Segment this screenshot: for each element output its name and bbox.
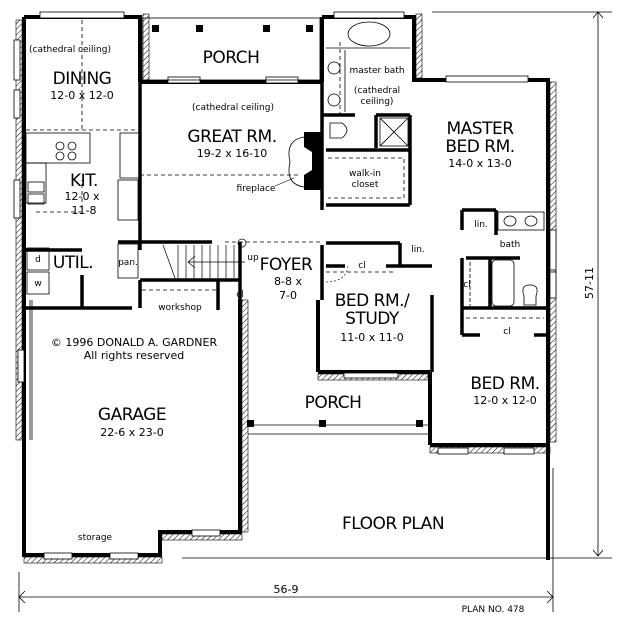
great-room-ceiling-note: (cathedral ceiling)	[192, 103, 274, 113]
bed-study-dims: 11-0 x 11-0	[340, 331, 403, 344]
master-bed-label-2: BED RM.	[445, 137, 514, 157]
dashed-lines	[26, 20, 544, 319]
walk-in-closet-label-1: walk-in	[349, 169, 381, 179]
master-bed-label-1: MASTER	[446, 119, 514, 139]
walk-in-closet-label-2: closet	[352, 180, 379, 190]
bed-study-closet-label: cl	[358, 261, 365, 271]
fireplace-label: fireplace	[237, 184, 276, 194]
master-bed-dims: 14-0 x 13-0	[448, 157, 511, 170]
workshop-label: workshop	[158, 303, 202, 313]
master-bath-fixtures	[326, 21, 410, 147]
bath-fixtures	[469, 211, 545, 307]
bed-study-label-2: STUDY	[345, 309, 400, 329]
dining-label: DINING	[53, 69, 112, 89]
great-room-dims: 19-2 x 16-10	[197, 147, 267, 160]
great-room-label: GREAT RM.	[187, 127, 276, 147]
dimension-lines	[18, 11, 612, 612]
bedroom-label: BED RM.	[470, 374, 539, 394]
master-bath-note1: (cathedral	[354, 86, 400, 96]
garage-label: GARAGE	[98, 405, 166, 425]
stair-up-label: up	[247, 253, 259, 263]
overall-width-dimension: 56-9	[274, 583, 299, 596]
bath-label: bath	[500, 240, 520, 250]
room-labels: (cathedral ceiling) DINING 12-0 x 12-0 P…	[29, 45, 596, 615]
foyer-dims-1: 8-8 x	[274, 275, 302, 288]
garage-storage-label: storage	[78, 533, 113, 543]
bath-closet-label: cl	[463, 280, 470, 290]
kitchen-label: KIT.	[70, 171, 98, 191]
bed-study-linen-label: lin.	[411, 245, 425, 255]
foyer-closet-label: cl	[236, 290, 243, 300]
bedroom-closet-label: cl	[503, 327, 510, 337]
utility-label: UTIL.	[53, 253, 93, 273]
washer-label: w	[34, 279, 41, 289]
rear-porch	[141, 17, 321, 81]
copyright-line-2: All rights reserved	[84, 349, 185, 362]
foyer-dims-2: 7-0	[279, 289, 297, 302]
foyer-label: FOYER	[260, 255, 313, 275]
dining-ceiling-note: (cathedral ceiling)	[29, 45, 111, 55]
staircase	[162, 238, 247, 279]
dryer-label: d	[35, 255, 41, 265]
dining-dims: 12-0 x 12-0	[50, 89, 113, 102]
floor-plan-title: FLOOR PLAN	[342, 514, 444, 534]
bedroom-dims: 12-0 x 12-0	[473, 394, 536, 407]
door-swings	[325, 265, 349, 283]
copyright-line-1: © 1996 DONALD A. GARDNER	[51, 336, 218, 349]
overall-depth-dimension: 57-11	[583, 267, 596, 299]
front-porch-label: PORCH	[305, 393, 362, 413]
kitchen-dims-1: 12-0 x	[65, 190, 100, 203]
pantry-label: pan.	[118, 258, 138, 268]
fireplace	[274, 132, 322, 190]
master-bath-label: master bath	[349, 66, 404, 76]
kitchen-dims-2: 11-8	[72, 204, 97, 217]
rear-porch-label: PORCH	[203, 48, 260, 68]
front-porch	[247, 420, 428, 435]
garage-dims: 22-6 x 23-0	[100, 426, 163, 439]
kitchen-fixtures	[25, 132, 141, 221]
bath-linen-label: lin.	[474, 220, 488, 230]
plan-number: PLAN NO. 478	[462, 605, 525, 615]
bed-study-label-1: BED RM./	[335, 291, 410, 311]
garage-side	[29, 300, 33, 440]
laundry-fixtures	[26, 243, 139, 295]
master-bath-note2: ceiling)	[361, 97, 394, 107]
